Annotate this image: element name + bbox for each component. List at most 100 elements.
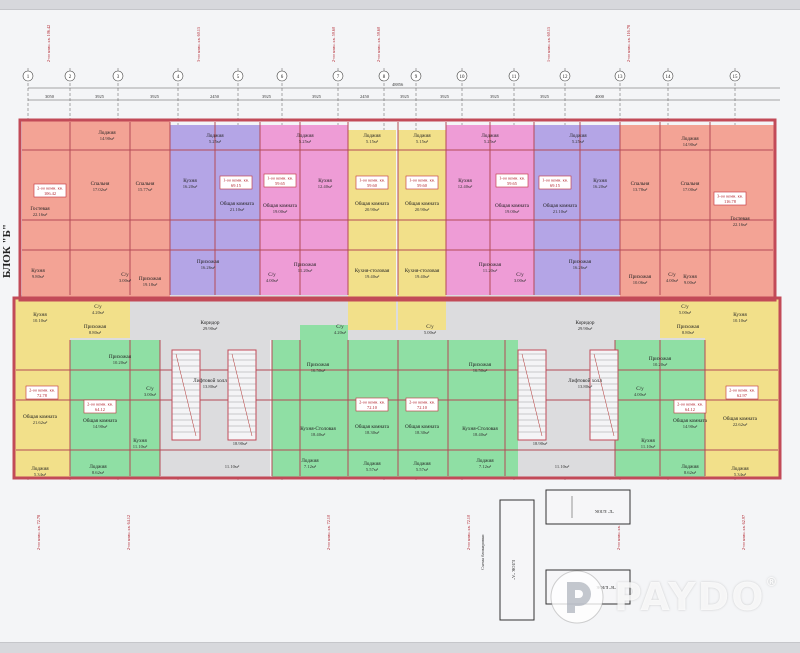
apartment-tag-box: [673, 399, 707, 414]
room-name: Кухня: [593, 178, 607, 184]
room-name: Лоджия: [296, 133, 314, 139]
outer-wall-bottom: [12, 296, 782, 480]
room-area: 20.90м²: [365, 207, 380, 212]
site-scheme-caption: Схема блокировки: [480, 534, 485, 570]
room-area: 21.10м²: [230, 207, 245, 212]
elevation-mark: 2-оо комн. кв. 72.78: [36, 515, 41, 550]
room-name: Прихожая: [479, 262, 502, 268]
room-name: Прихожая: [197, 259, 220, 265]
elevation-mark: 1-оо комн. кв. 60.15: [546, 27, 551, 62]
room-name: Общая комната: [355, 200, 390, 207]
axis-label: 13: [618, 75, 624, 80]
room-area: 29.90м²: [203, 326, 218, 331]
apartment-tag-box: [405, 175, 439, 190]
apartment-tag-box: [33, 183, 67, 198]
room-area: 17.00м²: [683, 187, 698, 192]
room-area: 9.80м²: [32, 274, 45, 279]
room-name: Лоджия: [476, 458, 494, 464]
dimension-value: 2450: [210, 94, 220, 99]
stair-area: 11.10м²: [225, 464, 240, 469]
room-name: Кухня-Столовая: [462, 426, 498, 432]
dimension-total: 48856: [392, 82, 404, 87]
axis-bubble: [614, 70, 626, 82]
axis-label: 12: [563, 75, 569, 80]
room-labels: Лоджия14.90м²Гостевая22.16м²Спальня17.02…: [23, 130, 759, 477]
room-area: 14.90м²: [683, 424, 698, 429]
apartment-tag-type: 2-оо комн. кв.: [409, 400, 435, 405]
apartment-tag-area: 69.15: [231, 183, 242, 188]
elevation-mark: 3-оо комн. кв. 60.15: [196, 27, 201, 62]
room-name: Общая комната: [673, 417, 708, 424]
wc-area: 3.00м²: [119, 278, 132, 283]
axis-label: 8: [383, 75, 386, 80]
room-area: 16.26м²: [573, 265, 588, 270]
room-name: Кухня-Столовая: [300, 426, 336, 432]
room-name: Кухня: [133, 438, 147, 444]
wc-area: 5.00м²: [424, 330, 437, 335]
apartment-tag-type: 2-оо комн. кв.: [677, 402, 703, 407]
apartment-tag-area: 106.42: [44, 191, 56, 196]
stair-diagonal: [521, 353, 543, 437]
room-name: Общая комната: [23, 413, 58, 420]
room-area: 22.16м²: [33, 212, 48, 217]
room-name: Лоджия: [681, 464, 699, 470]
apartment-tag-box: [25, 385, 59, 400]
room-area: 5.57м²: [416, 467, 429, 472]
room-area: 5.57м²: [366, 467, 379, 472]
room-name: Лоджия: [413, 461, 431, 467]
room-name: Общая комната: [355, 423, 390, 430]
axis-label: 4: [177, 75, 180, 80]
room-name: Лоджия: [98, 130, 116, 136]
room-area: 5.34м²: [734, 472, 747, 477]
apartment-tag-area: 72.10: [367, 405, 378, 410]
apartment-tag-box: [355, 397, 389, 412]
room-name: Спальня: [91, 181, 110, 187]
room-name: Лоджия: [413, 133, 431, 139]
axis-bubble: [729, 70, 741, 82]
room-area: 18.30м²: [365, 430, 380, 435]
site-block-b: [545, 489, 631, 525]
room-area: 13.78м²: [633, 187, 648, 192]
apartment-tag-type: 1-оо комн. кв.: [499, 176, 525, 181]
room-name: Общая комната: [83, 417, 118, 424]
axis-bubble: [64, 70, 76, 82]
axis-label: 3: [117, 75, 120, 80]
room-name: Лифтовой холл: [193, 377, 227, 384]
room-area: 22.16м²: [733, 222, 748, 227]
axis-bubble: [172, 70, 184, 82]
apartment-tag-box: [713, 191, 747, 206]
room-area: 5.34м²: [34, 472, 47, 477]
wc-name: С/у: [146, 386, 154, 392]
apartment-tag-area: 62.97: [737, 393, 748, 398]
room-area: 18.40м²: [473, 432, 488, 437]
room-name: Лоджия: [363, 133, 381, 139]
room-name: Кухня: [733, 312, 747, 318]
wc-name: С/у: [668, 272, 676, 278]
axis-bubble: [559, 70, 571, 82]
apartment-tag-box: [495, 173, 529, 188]
room-name: Лоджия: [731, 466, 749, 472]
room-area: 17.02м²: [93, 187, 108, 192]
room-area: 14.90м²: [683, 142, 698, 147]
apartment-tag-type: 1-оо комн. кв.: [267, 176, 293, 181]
room-area: 7.12м²: [304, 464, 317, 469]
room-name: Лоджия: [206, 133, 224, 139]
wc-name: С/у: [336, 324, 344, 330]
room-area: 5.25м²: [299, 139, 312, 144]
room-area: 9.00м²: [684, 280, 697, 285]
room-area: 7.12м²: [479, 464, 492, 469]
block-label: БЛОК "Б": [1, 224, 13, 278]
site-block-a: [499, 499, 535, 621]
room-name: Прихожая: [307, 362, 330, 368]
axis-label: 7: [337, 75, 340, 80]
dimension-value: 3925: [490, 94, 500, 99]
room-name: Общая комната: [543, 202, 578, 209]
room-area: 8.62м²: [92, 470, 105, 475]
wc-area: 3.00м²: [144, 392, 157, 397]
wc-area: 5.00м²: [679, 310, 692, 315]
walls: [12, 118, 782, 480]
axis-label: 10: [460, 75, 466, 80]
room-name: Кухня-столовая: [405, 268, 440, 274]
room-name: Кухня-столовая: [355, 268, 390, 274]
room-area: 16.20м²: [183, 184, 198, 189]
